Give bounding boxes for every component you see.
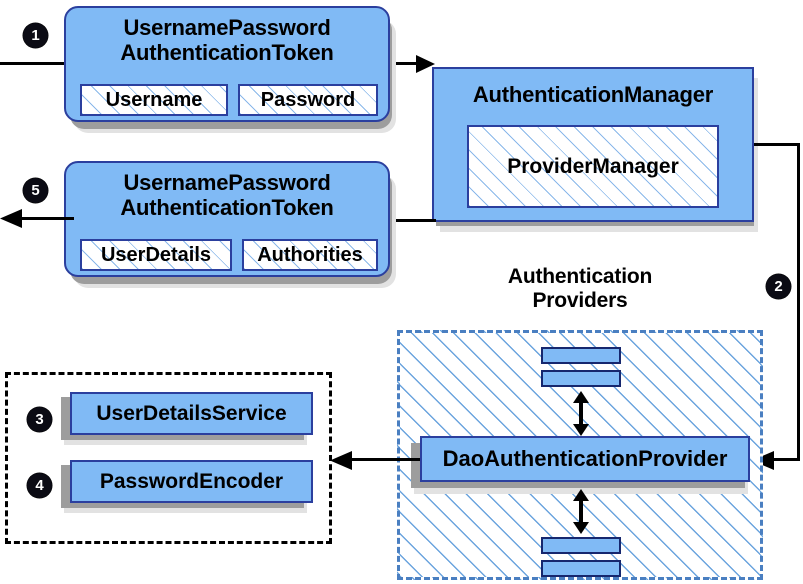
response-token-field-userdetails-label: UserDetails — [100, 243, 212, 266]
manager-right-vertical — [797, 143, 800, 461]
authentication-manager-title: AuthenticationManager — [472, 82, 714, 107]
manager-to-response-line — [388, 219, 436, 222]
provider-placeholder-2[interactable] — [541, 370, 621, 387]
response-token-field-authorities[interactable]: Authorities — [242, 239, 378, 271]
arrow-left-icon — [0, 209, 22, 228]
badge-step-4: 4 — [27, 473, 52, 498]
userdetailsservice-node[interactable]: UserDetailsService — [70, 392, 313, 435]
request-token-field-username-label: Username — [105, 88, 203, 111]
request-token-field-password[interactable]: Password — [238, 84, 378, 116]
request-to-manager-line — [388, 62, 428, 65]
request-token-field-password-label: Password — [260, 88, 356, 111]
dependencies-container — [5, 372, 332, 544]
provider-placeholder-1[interactable] — [541, 347, 621, 364]
providers-group-caption-line2: Providers — [532, 288, 628, 312]
response-token-node[interactable]: UsernamePassword AuthenticationToken Use… — [64, 161, 390, 277]
response-token-field-authorities-label: Authorities — [257, 243, 363, 266]
manager-to-provider-horizontal — [772, 458, 800, 461]
authentication-manager-node[interactable]: AuthenticationManager ProviderManager — [432, 67, 754, 222]
request-token-node[interactable]: UsernamePassword AuthenticationToken Use… — [64, 6, 390, 122]
badge-step-5-label: 5 — [31, 182, 40, 199]
badge-step-4-label: 4 — [35, 477, 44, 494]
arrow-left-icon-dependencies — [330, 451, 352, 470]
response-token-title-line1: UsernamePassword — [123, 170, 331, 195]
arrow-up-down-icon-bottom — [573, 489, 589, 534]
request-token-title: UsernamePassword AuthenticationToken — [66, 15, 388, 65]
incoming-request-line — [0, 62, 78, 65]
arrow-right-icon — [416, 55, 435, 73]
badge-step-2: 2 — [766, 274, 791, 299]
badge-step-5: 5 — [23, 178, 48, 203]
response-token-title: UsernamePassword AuthenticationToken — [66, 170, 388, 220]
badge-step-1-label: 1 — [31, 27, 40, 44]
response-token-field-userdetails[interactable]: UserDetails — [80, 239, 232, 271]
arrow-up-down-icon-top — [573, 391, 589, 436]
provider-placeholder-4[interactable] — [541, 560, 621, 577]
request-token-title-line1: UsernamePassword — [123, 15, 331, 40]
badge-step-2-label: 2 — [774, 278, 783, 295]
arrow-left-icon-provider — [752, 451, 774, 470]
manager-right-stub — [754, 143, 800, 146]
request-token-title-line2: AuthenticationToken — [120, 39, 334, 65]
provider-placeholder-3[interactable] — [541, 537, 621, 554]
userdetailsservice-label: UserDetailsService — [96, 401, 287, 425]
provider-manager-label: ProviderManager — [507, 154, 679, 178]
response-outgoing-line — [14, 217, 74, 220]
badge-step-1: 1 — [23, 23, 48, 48]
provider-to-dependencies-line — [350, 458, 420, 461]
dao-authentication-provider-label: DaoAuthenticationProvider — [442, 446, 728, 471]
passwordencoder-node[interactable]: PasswordEncoder — [70, 460, 313, 503]
badge-step-3-label: 3 — [35, 411, 44, 428]
request-token-field-username[interactable]: Username — [80, 84, 228, 116]
dao-authentication-provider-node[interactable]: DaoAuthenticationProvider — [420, 436, 750, 482]
provider-manager-node[interactable]: ProviderManager — [467, 125, 719, 208]
badge-step-3: 3 — [27, 407, 52, 432]
providers-group-caption-line1: Authentication — [507, 265, 653, 288]
response-token-title-line2: AuthenticationToken — [120, 194, 334, 220]
providers-group-caption: Authentication Providers — [420, 265, 740, 312]
passwordencoder-label: PasswordEncoder — [99, 469, 284, 493]
